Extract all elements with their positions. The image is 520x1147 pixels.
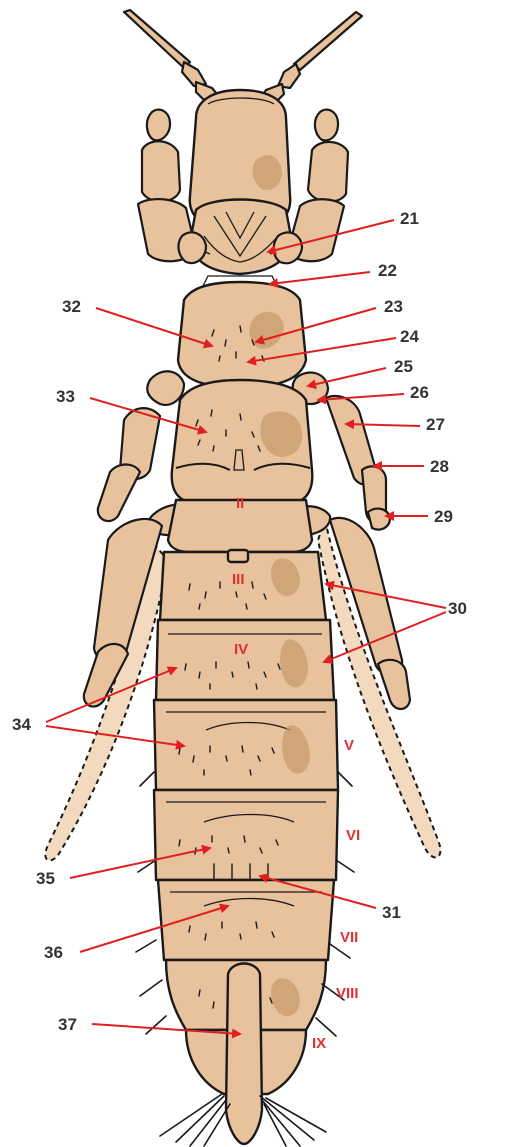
- label-36: 36: [44, 943, 63, 962]
- label-30: 30: [448, 599, 467, 618]
- label-34: 34: [12, 715, 31, 734]
- label-33: 33: [56, 387, 75, 406]
- left-midleg: [98, 371, 184, 521]
- label-26: 26: [410, 383, 429, 402]
- label-27: 27: [426, 415, 445, 434]
- label-24: 24: [400, 327, 419, 346]
- label-23: 23: [384, 297, 403, 316]
- segment-label-iii: III: [232, 571, 245, 588]
- label-35: 35: [36, 869, 55, 888]
- arrow-22: [270, 272, 370, 284]
- segment-label-vi: VI: [346, 827, 360, 844]
- label-37: 37: [58, 1015, 77, 1034]
- label-28: 28: [430, 457, 449, 476]
- label-21: 21: [400, 209, 419, 228]
- segment-label-ix: IX: [312, 1035, 326, 1052]
- pterothorax: [172, 380, 313, 502]
- label-29: 29: [434, 507, 453, 526]
- segment-label-viii: VIII: [336, 985, 359, 1002]
- segment-label-v: V: [344, 737, 354, 754]
- label-32: 32: [62, 297, 81, 316]
- segment-label-ii: II: [236, 495, 244, 512]
- abdomen: [154, 500, 338, 1144]
- label-25: 25: [394, 357, 413, 376]
- segment-label-iv: IV: [234, 641, 248, 658]
- segment-label-vii: VII: [340, 929, 358, 946]
- label-22: 22: [378, 261, 397, 280]
- label-31: 31: [382, 903, 401, 922]
